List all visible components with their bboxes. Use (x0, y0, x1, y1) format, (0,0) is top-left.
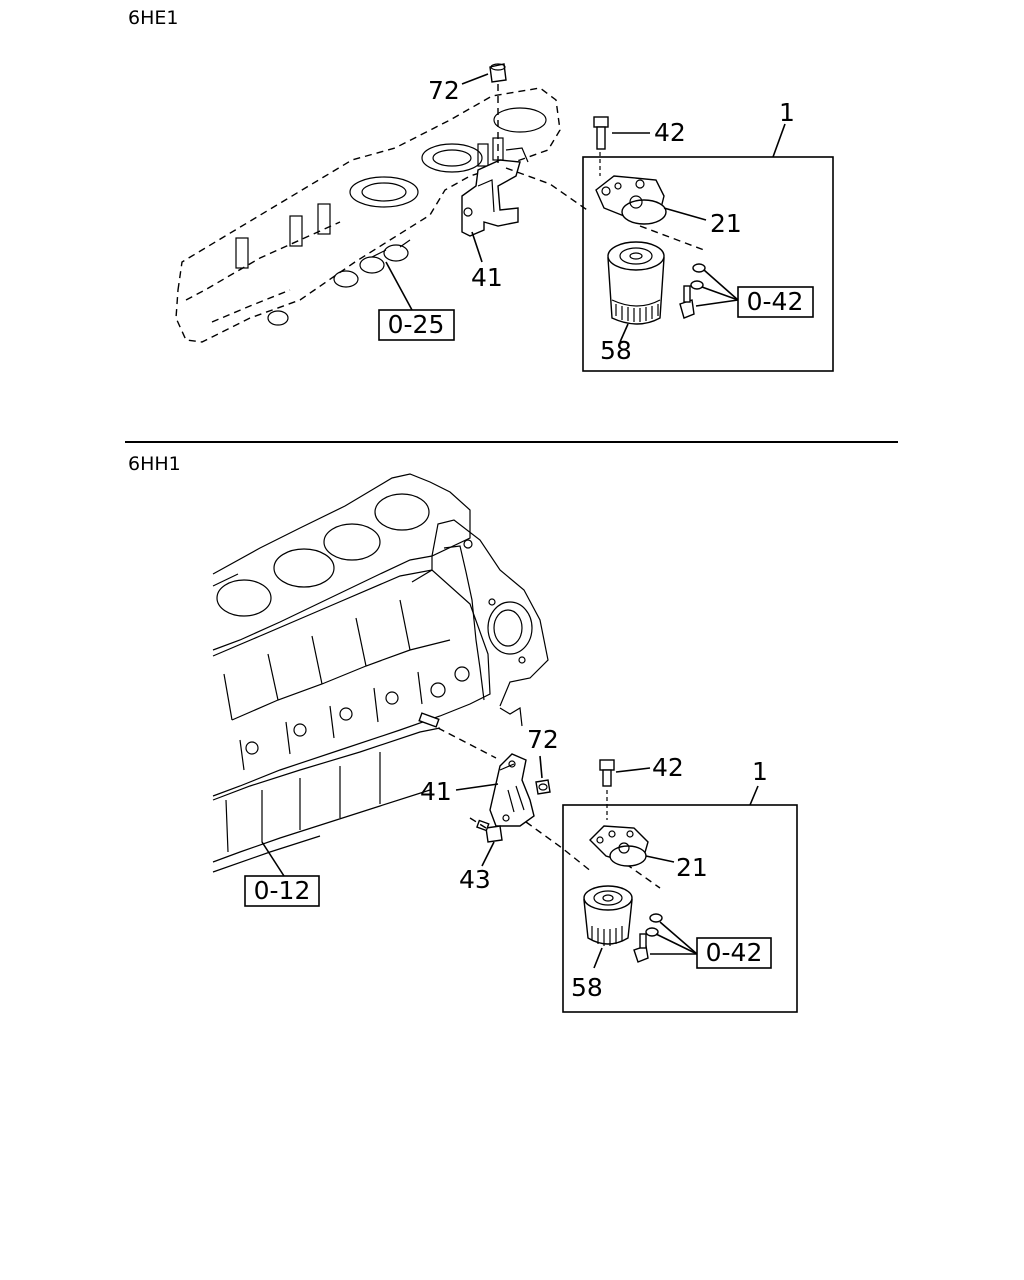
model-label-6hh1: 6HH1 (128, 453, 181, 475)
ref-0-42: 0-42 (747, 287, 804, 316)
callout-42: 42 (654, 118, 686, 147)
hardware-0-42-drawing-b (633, 913, 698, 963)
ref-0-42-b: 0-42 (706, 938, 763, 967)
callout-1-b: 1 (752, 757, 768, 786)
assembly-1-box-b (562, 804, 798, 1013)
callout-43: 43 (459, 865, 491, 894)
callout-42-b: 42 (652, 753, 684, 782)
bolt-42-drawing-b (599, 759, 651, 820)
callout-41: 41 (471, 263, 503, 292)
callout-72: 72 (428, 76, 460, 105)
oil-filter-58-drawing (607, 241, 665, 343)
oil-filter-58-drawing-b (583, 885, 633, 969)
ref-box-0-12 (244, 875, 320, 907)
bracket-41-drawing (461, 147, 529, 237)
callout-41-b: 41 (420, 777, 452, 806)
ref-0-12: 0-12 (254, 876, 311, 905)
ref-box-0-42-b (696, 937, 772, 969)
cylinder-block-drawing (212, 473, 549, 873)
intake-manifold-drawing (175, 87, 561, 343)
filter-head-21-drawing-b (589, 825, 675, 867)
ref-0-25: 0-25 (388, 310, 445, 339)
ref-box-0-25 (378, 309, 455, 341)
stud-drawing (418, 712, 497, 759)
filter-head-21-drawing (595, 175, 707, 225)
callout-21-b: 21 (676, 853, 708, 882)
callout-58-b: 58 (571, 973, 603, 1002)
nut-72-drawing (489, 63, 507, 168)
model-label-6he1: 6HE1 (128, 7, 178, 29)
callout-21: 21 (710, 209, 742, 238)
stud-43-drawing (469, 817, 503, 867)
hardware-0-42-drawing (679, 263, 739, 319)
bracket-41-drawing-b (455, 753, 535, 827)
section-6he1: 6HE1 (128, 7, 834, 372)
section-6hh1: 6HH1 (128, 453, 798, 1013)
ref-box-0-42 (737, 286, 814, 318)
callout-72-b: 72 (527, 725, 559, 754)
callout-1: 1 (779, 98, 795, 127)
assembly-1-box (582, 156, 834, 372)
nut-72-drawing-b (535, 755, 551, 795)
callout-58: 58 (600, 336, 632, 365)
bolt-42-drawing (593, 116, 650, 176)
